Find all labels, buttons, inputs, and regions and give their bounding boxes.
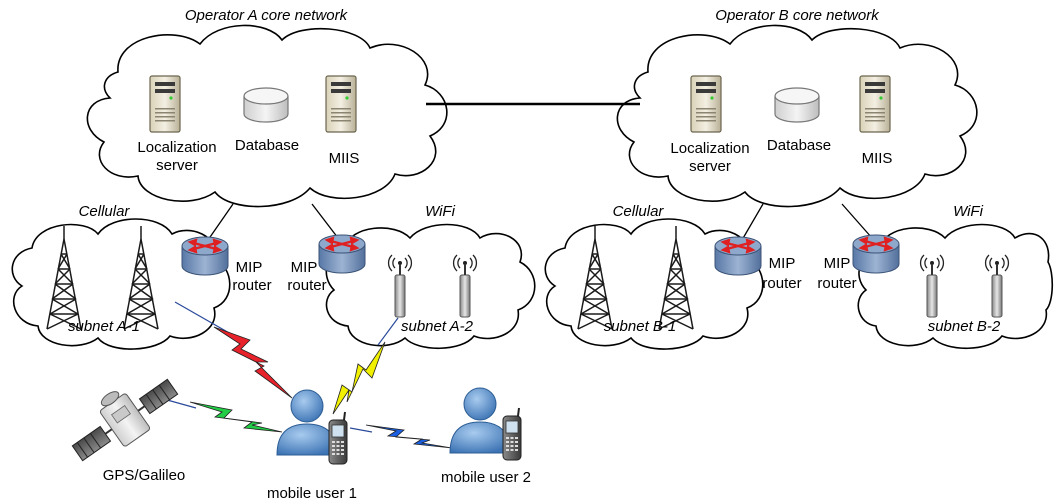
mobile-user-1-icon — [276, 389, 338, 456]
satellite-icon — [71, 378, 179, 462]
subnet-b1-cloud — [544, 218, 764, 350]
database-b-icon — [774, 87, 820, 123]
lightning-yellow-icon — [332, 341, 386, 415]
link-core-b-router-b2 — [841, 203, 873, 239]
database-b-label: Database — [767, 137, 831, 154]
router-b1-label-1: MIP — [769, 255, 796, 272]
router-b2-label-2: router — [817, 275, 856, 292]
link-core-a-router-a2 — [311, 203, 339, 239]
link-line-peer — [349, 427, 373, 433]
router-b1-label-2: router — [762, 275, 801, 292]
localization-server-b-label-1: Localization — [670, 140, 749, 157]
mobile-user-2-label: mobile user 2 — [441, 469, 531, 486]
link-core-a-router-a1 — [207, 203, 234, 241]
subnet-b2-label: subnet B-2 — [928, 318, 1001, 335]
labels: Operator A core network Operator B core … — [68, 7, 1001, 502]
mip-router-a2-icon — [317, 233, 367, 275]
mip-router-b2-icon — [851, 233, 901, 275]
miis-server-b-icon — [859, 75, 891, 133]
mobile-user-1-label: mobile user 1 — [267, 485, 357, 502]
miis-server-a-icon — [325, 75, 357, 133]
wired-links — [207, 102, 873, 241]
subnet-b2-cloud — [857, 223, 1054, 350]
localization-server-a-label-1: Localization — [137, 139, 216, 156]
lightning-blue-icon — [365, 424, 453, 449]
localization-server-a-icon — [149, 75, 181, 133]
router-b2-label-1: MIP — [824, 255, 851, 272]
localization-server-b-label-2: server — [689, 158, 731, 175]
lightning-green-icon — [189, 401, 283, 433]
router-a2-label-2: router — [287, 277, 326, 294]
localization-server-b-icon — [690, 75, 722, 133]
wifi-b-label: WiFi — [953, 203, 984, 220]
database-a-label: Database — [235, 137, 299, 154]
cellular-a-label: Cellular — [79, 203, 131, 220]
router-a1-label-1: MIP — [236, 259, 263, 276]
mobile-phone-2-icon — [502, 407, 522, 461]
satellite-label: GPS/Galileo — [103, 467, 186, 484]
link-core-b-router-b1 — [741, 203, 764, 241]
cellular-b-label: Cellular — [613, 203, 665, 220]
operator-a-core-title: Operator A core network — [185, 7, 349, 24]
wifi-a-label: WiFi — [425, 203, 456, 220]
mip-router-a1-icon — [180, 235, 230, 277]
clouds — [11, 24, 1054, 350]
subnet-a1-label: subnet A-1 — [68, 318, 140, 335]
operator-b-core-title: Operator B core network — [715, 7, 880, 24]
router-a1-label-2: router — [232, 277, 271, 294]
localization-server-a-label-2: server — [156, 157, 198, 174]
subnet-a2-label: subnet A-2 — [401, 318, 474, 335]
mobile-user-2-icon — [449, 387, 511, 454]
database-a-icon — [243, 87, 289, 123]
mip-router-b1-icon — [713, 235, 763, 277]
mobile-phone-1-icon — [328, 411, 348, 465]
subnet-b1-label: subnet B-1 — [604, 318, 677, 335]
miis-a-label: MIIS — [329, 150, 360, 167]
lightning-red-icon — [213, 326, 293, 399]
router-a2-label-1: MIP — [291, 259, 318, 276]
subnet-a2-cloud — [325, 223, 536, 350]
miis-b-label: MIIS — [862, 150, 893, 167]
link-line-wifi — [377, 317, 399, 346]
